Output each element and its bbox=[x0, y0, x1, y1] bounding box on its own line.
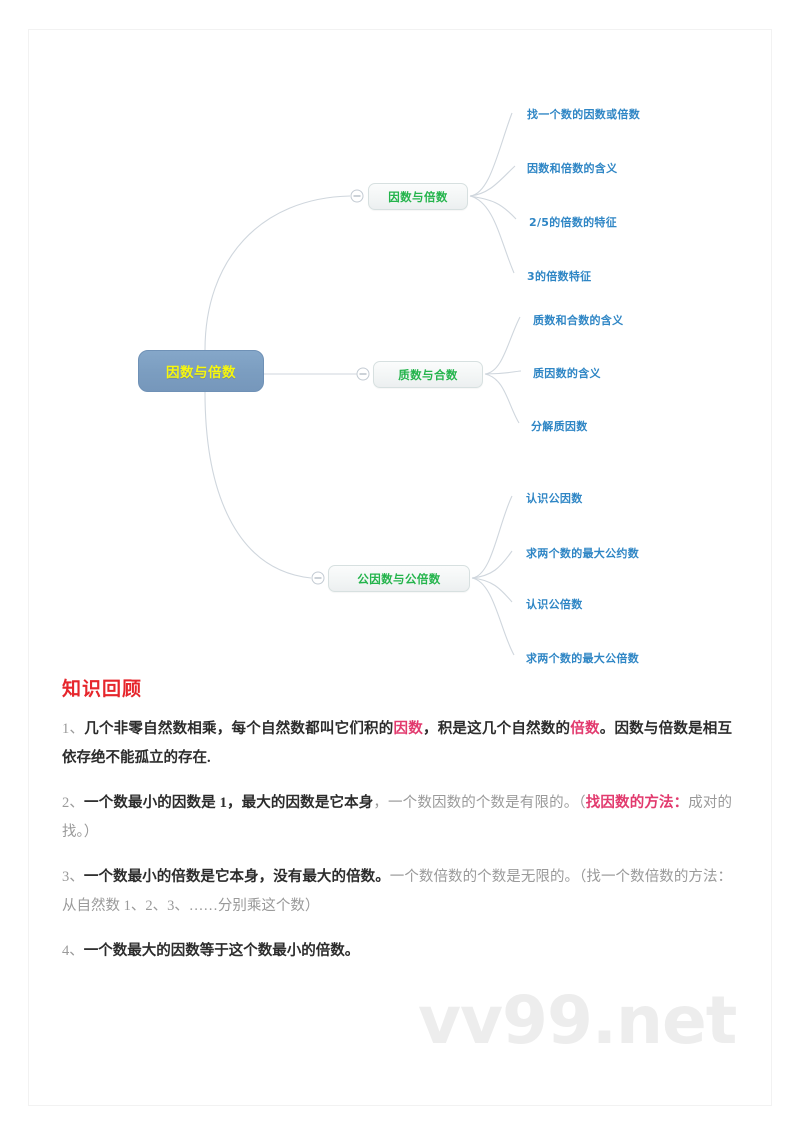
mindmap-branch-node-2[interactable]: 公因数与公倍数 bbox=[328, 565, 470, 592]
review-text-segment: 几个非零自然数相乘，每个自然数都叫它们积的 bbox=[84, 720, 394, 737]
review-item-2: 2、一个数最小的因数是 1，最大的因数是它本身，一个数因数的个数是有限的。（找因… bbox=[62, 789, 732, 847]
review-text-segment: 一个数最小的倍数是它本身，没有最大的倍数。 bbox=[83, 868, 390, 885]
review-item-number: 4、 bbox=[62, 942, 84, 959]
mindmap-leaf-0-2[interactable]: 2/5的倍数的特征 bbox=[529, 216, 618, 229]
connector-branch-0-leaf-0 bbox=[469, 112, 513, 197]
site-watermark: vv99.net bbox=[418, 982, 737, 1059]
mindmap-leaf-2-2[interactable]: 认识公倍数 bbox=[526, 598, 583, 611]
connector-branch-2-leaf-2 bbox=[471, 577, 513, 603]
mindmap-leaf-1-2[interactable]: 分解质因数 bbox=[531, 420, 588, 433]
mindmap-branch-label-2: 公因数与公倍数 bbox=[357, 571, 441, 586]
mindmap-leaf-1-0[interactable]: 质数和合数的含义 bbox=[533, 314, 624, 327]
review-text-segment: 成对的找。） bbox=[62, 794, 733, 840]
review-item-3: 3、一个数最小的倍数是它本身，没有最大的倍数。一个数倍数的个数是无限的。（找一个… bbox=[62, 863, 732, 921]
review-text-segment: ，积是这几个自然数的 bbox=[422, 720, 571, 737]
review-item-number: 2、 bbox=[62, 794, 85, 811]
connector-root-branch-2 bbox=[204, 391, 312, 579]
connector-branch-2-leaf-1 bbox=[471, 550, 513, 579]
review-text-segment: 一个数最小的因数是 1，最大的因数是它本身 bbox=[84, 794, 374, 811]
connector-branch-2-leaf-3 bbox=[471, 577, 515, 656]
review-text-segment: 一个数倍数的个数是无限的。（找一个数倍数的方法：从自然数 1、2、3、……分别乘… bbox=[62, 868, 733, 914]
connector-branch-1-leaf-1 bbox=[484, 370, 522, 375]
review-item-4: 4、一个数最大的因数等于这个数最小的倍数。 bbox=[62, 937, 732, 966]
mindmap-leaf-2-3[interactable]: 求两个数的最大公倍数 bbox=[526, 652, 639, 665]
collapse-toggle-group bbox=[311, 189, 370, 585]
mindmap-leaf-2-1[interactable]: 求两个数的最大公约数 bbox=[526, 547, 639, 560]
review-text-segment: 。因数与倍数是相互依存绝不能孤立的存在. bbox=[62, 720, 733, 766]
review-item-1: 1、几个非零自然数相乘，每个自然数都叫它们积的因数，积是这几个自然数的倍数。因数… bbox=[62, 715, 732, 773]
review-item-number: 3、 bbox=[62, 868, 84, 885]
mindmap-branch-node-0[interactable]: 因数与倍数 bbox=[368, 183, 468, 210]
mindmap-leaf-0-1[interactable]: 因数和倍数的含义 bbox=[527, 162, 618, 175]
connector-branch-0-leaf-2 bbox=[469, 195, 517, 220]
mindmap-leaf-2-0[interactable]: 认识公因数 bbox=[526, 492, 583, 505]
mindmap-root-node[interactable]: 因数与倍数 bbox=[138, 350, 264, 392]
mindmap-leaf-0-3[interactable]: 3的倍数特征 bbox=[527, 270, 592, 283]
review-text-segment: 因数 bbox=[393, 720, 423, 737]
review-text-segment: 找因数的方法： bbox=[585, 794, 689, 811]
review-item-number: 1、 bbox=[62, 720, 85, 737]
mindmap-branch-node-1[interactable]: 质数与合数 bbox=[373, 361, 483, 388]
mindmap-connectors bbox=[204, 112, 522, 656]
mindmap-root-label: 因数与倍数 bbox=[166, 365, 236, 381]
connector-root-branch-0 bbox=[204, 195, 351, 351]
review-text-segment: ，一个数因数的个数是有限的。（ bbox=[373, 794, 586, 811]
mindmap-diagram: 因数与倍数 因数与倍数 质数与合数 公因数与公倍数 找一个数的因数或倍数 因数和… bbox=[138, 108, 640, 665]
review-title: 知识回顾 bbox=[62, 678, 143, 700]
review-text-segment: 一个数最大的因数等于这个数最小的倍数。 bbox=[83, 942, 360, 959]
connector-branch-1-leaf-0 bbox=[484, 316, 521, 375]
mindmap-branch-label-1: 质数与合数 bbox=[398, 367, 458, 382]
connector-branch-1-leaf-2 bbox=[484, 373, 520, 424]
mindmap-leaf-0-0[interactable]: 找一个数的因数或倍数 bbox=[527, 108, 640, 121]
review-text-segment: 倍数 bbox=[570, 720, 600, 737]
mindmap-branch-label-0: 因数与倍数 bbox=[388, 189, 448, 204]
knowledge-review-section: 知识回顾 1、几个非零自然数相乘，每个自然数都叫它们积的因数，积是这几个自然数的… bbox=[62, 678, 732, 982]
mindmap-leaf-1-1[interactable]: 质因数的含义 bbox=[533, 367, 601, 380]
connector-branch-0-leaf-3 bbox=[469, 195, 515, 274]
connector-branch-0-leaf-1 bbox=[469, 165, 516, 197]
connector-branch-2-leaf-0 bbox=[471, 495, 513, 579]
